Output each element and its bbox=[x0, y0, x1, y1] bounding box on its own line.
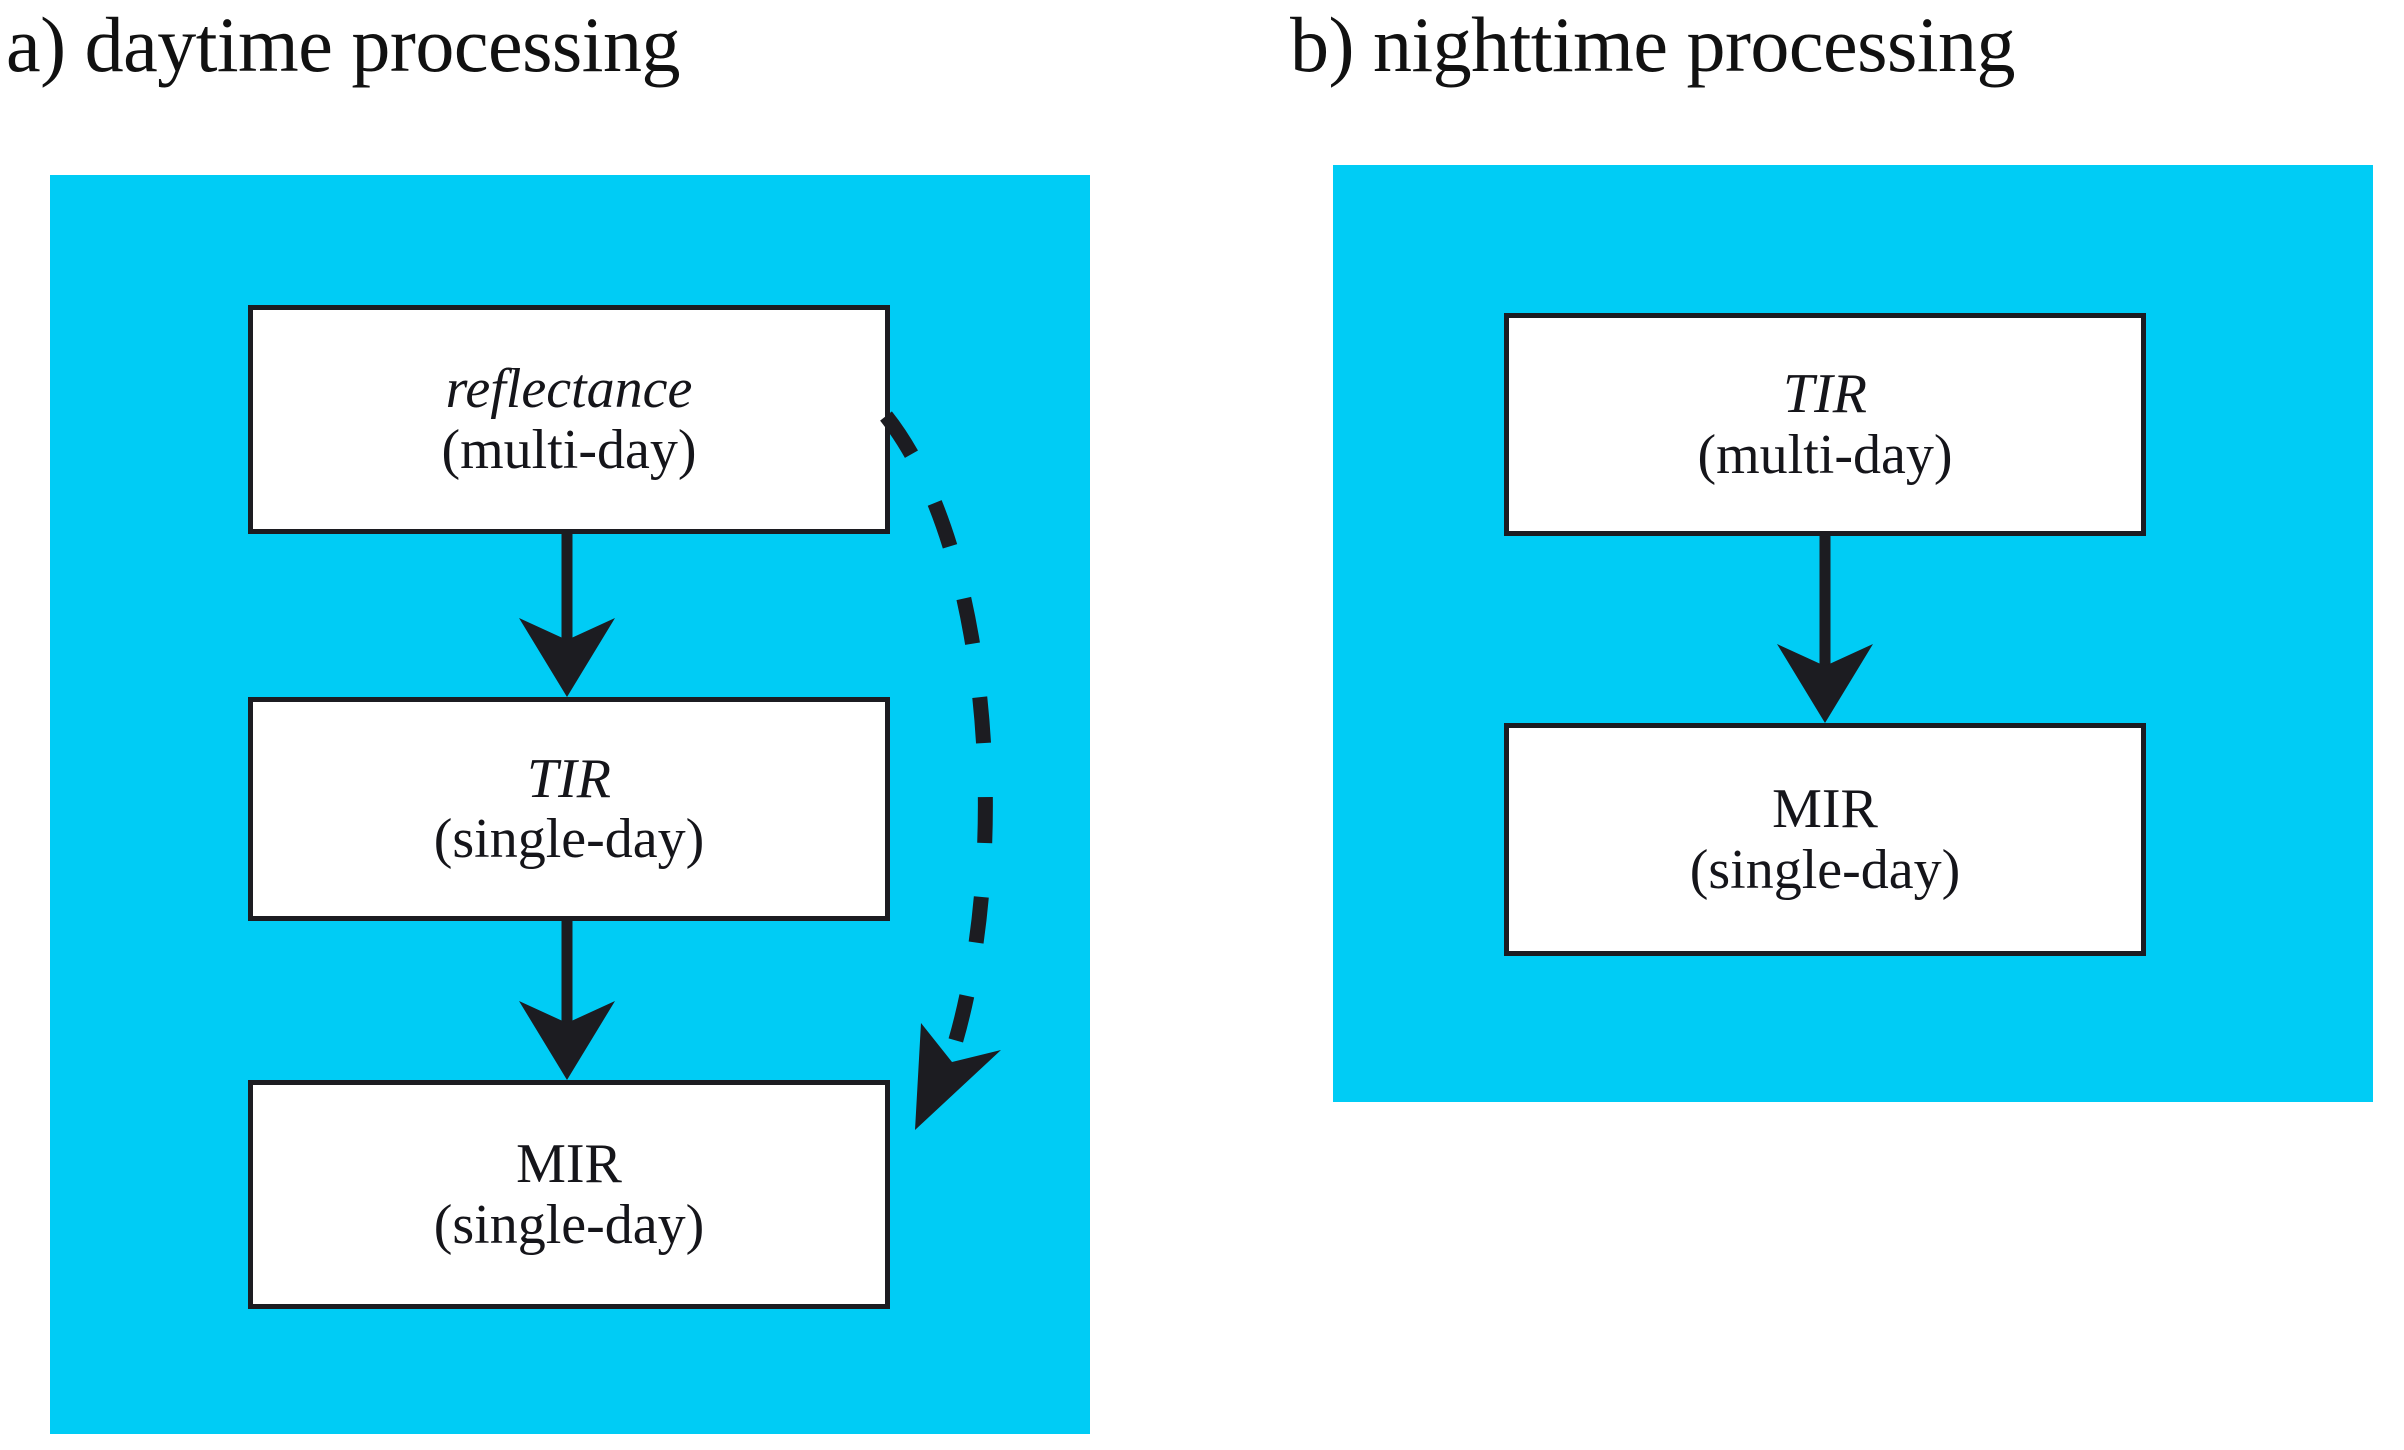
node-box-tir-multi-day: TIR (multi-day) bbox=[1504, 313, 2146, 536]
node-box-tir-single-day: TIR (single-day) bbox=[248, 697, 890, 921]
panel-a-title: a) daytime processing bbox=[6, 1, 680, 88]
node-box-reflectance-multi-day: reflectance (multi-day) bbox=[248, 305, 890, 534]
node-label-primary: reflectance bbox=[445, 358, 693, 421]
node-label-secondary: (single-day) bbox=[433, 1193, 705, 1256]
panel-b-background bbox=[1333, 165, 2373, 1102]
node-label-secondary: (single-day) bbox=[1689, 838, 1961, 901]
node-label-primary: TIR bbox=[1783, 363, 1867, 426]
node-label-secondary: (multi-day) bbox=[441, 418, 697, 481]
node-label-secondary: (multi-day) bbox=[1697, 423, 1953, 486]
node-label-secondary: (single-day) bbox=[433, 808, 705, 870]
node-label-primary: TIR bbox=[527, 747, 611, 810]
node-label-primary: MIR bbox=[1772, 778, 1878, 841]
node-label-primary: MIR bbox=[516, 1133, 622, 1196]
node-box-mir-single-day: MIR (single-day) bbox=[248, 1080, 890, 1309]
panel-b-title: b) nighttime processing bbox=[1290, 1, 2016, 88]
node-box-mir-single-day: MIR (single-day) bbox=[1504, 723, 2146, 956]
